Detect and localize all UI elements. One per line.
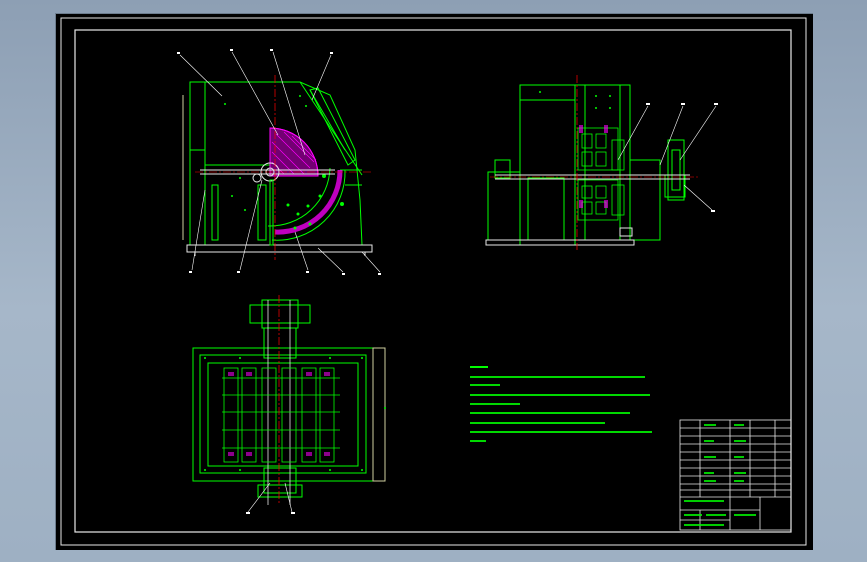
sheet-frame (60, 17, 807, 546)
side-view[interactable] (485, 75, 718, 250)
plan-view[interactable] (192, 295, 386, 514)
title-block[interactable] (679, 419, 792, 531)
front-view[interactable] (177, 49, 381, 275)
drawing-sheet[interactable] (55, 13, 813, 550)
technical-notes (470, 366, 652, 442)
